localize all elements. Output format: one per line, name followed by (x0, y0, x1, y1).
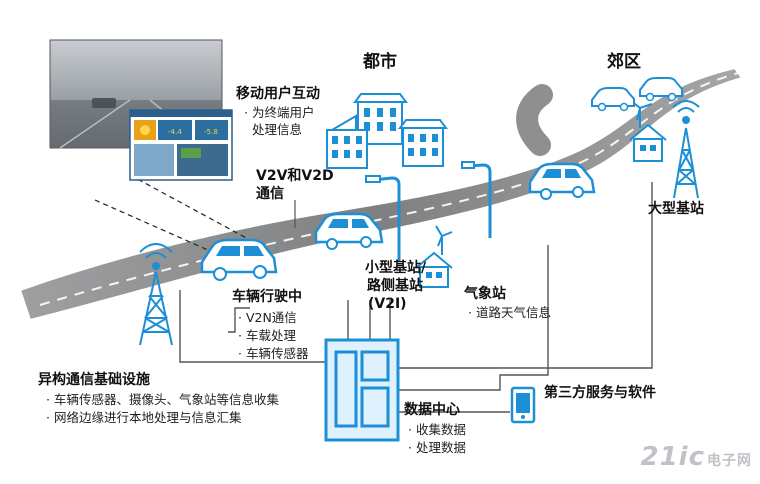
street-lamps (365, 161, 492, 262)
suburb-house-icon (629, 99, 667, 162)
weather-station-item-1: · 道路天气信息 (468, 305, 551, 320)
hetnet-item-2: · 网络边缘进行本地处理与信息汇集 (46, 410, 242, 425)
city-buildings (326, 93, 448, 169)
car-1 (200, 238, 278, 281)
tablet-icon (510, 386, 536, 424)
car-5 (639, 77, 683, 102)
road (18, 66, 744, 322)
mobile-interaction-item-2: 处理信息 (251, 122, 302, 137)
data-center-item-2: · 处理数据 (408, 440, 466, 455)
vehicle-driving-item-2: · 车载处理 (238, 328, 296, 343)
data-center-item-1: · 收集数据 (408, 422, 466, 437)
city-heading: 都市 (363, 52, 397, 72)
data-center-title: 数据中心 (404, 402, 460, 418)
mobile-interaction-item-1: · 为终端用户 (244, 105, 315, 120)
third-party-title: 第三方服务与软件 (544, 385, 656, 401)
hetnet-item-1: · 车辆传感器、摄像头、气象站等信息收集 (46, 392, 279, 407)
weather-station-title: 气象站 (464, 286, 506, 302)
dashboard-value-1: -4.4 (168, 128, 182, 136)
data-center-icon (324, 338, 400, 442)
vehicle-driving-item-1: · V2N通信 (238, 310, 297, 325)
mobile-interaction-title: 移动用户互动 (236, 86, 320, 102)
macro-cell-title: 大型基站 (648, 201, 704, 217)
connector-lines (179, 182, 653, 413)
v2v-label-2: 通信 (256, 186, 284, 202)
v2v-label-1: V2V和V2D (256, 168, 334, 184)
weather-dashboard: -4.4 -5.8 (129, 109, 233, 181)
weather-station-icon (415, 225, 453, 288)
vehicle-driving-item-3: · 车辆传感器 (238, 346, 309, 361)
car-4 (591, 87, 635, 112)
small-cell-label-1: 小型基站/ (365, 260, 427, 276)
dashboard-value-2: -5.8 (204, 128, 218, 136)
hetnet-title: 异构通信基础设施 (38, 372, 150, 388)
dashboard-leader-line (129, 174, 251, 241)
vehicle-driving-title: 车辆行驶中 (232, 289, 302, 305)
small-cell-label-2: 路侧基站 (367, 278, 423, 294)
hetnet-tower (139, 243, 173, 346)
suburb-heading: 郊区 (607, 52, 641, 72)
small-cell-label-3: (V2I) (368, 296, 407, 312)
car-3 (528, 162, 596, 200)
car-2 (314, 212, 384, 250)
macro-cell-tower (672, 100, 700, 199)
